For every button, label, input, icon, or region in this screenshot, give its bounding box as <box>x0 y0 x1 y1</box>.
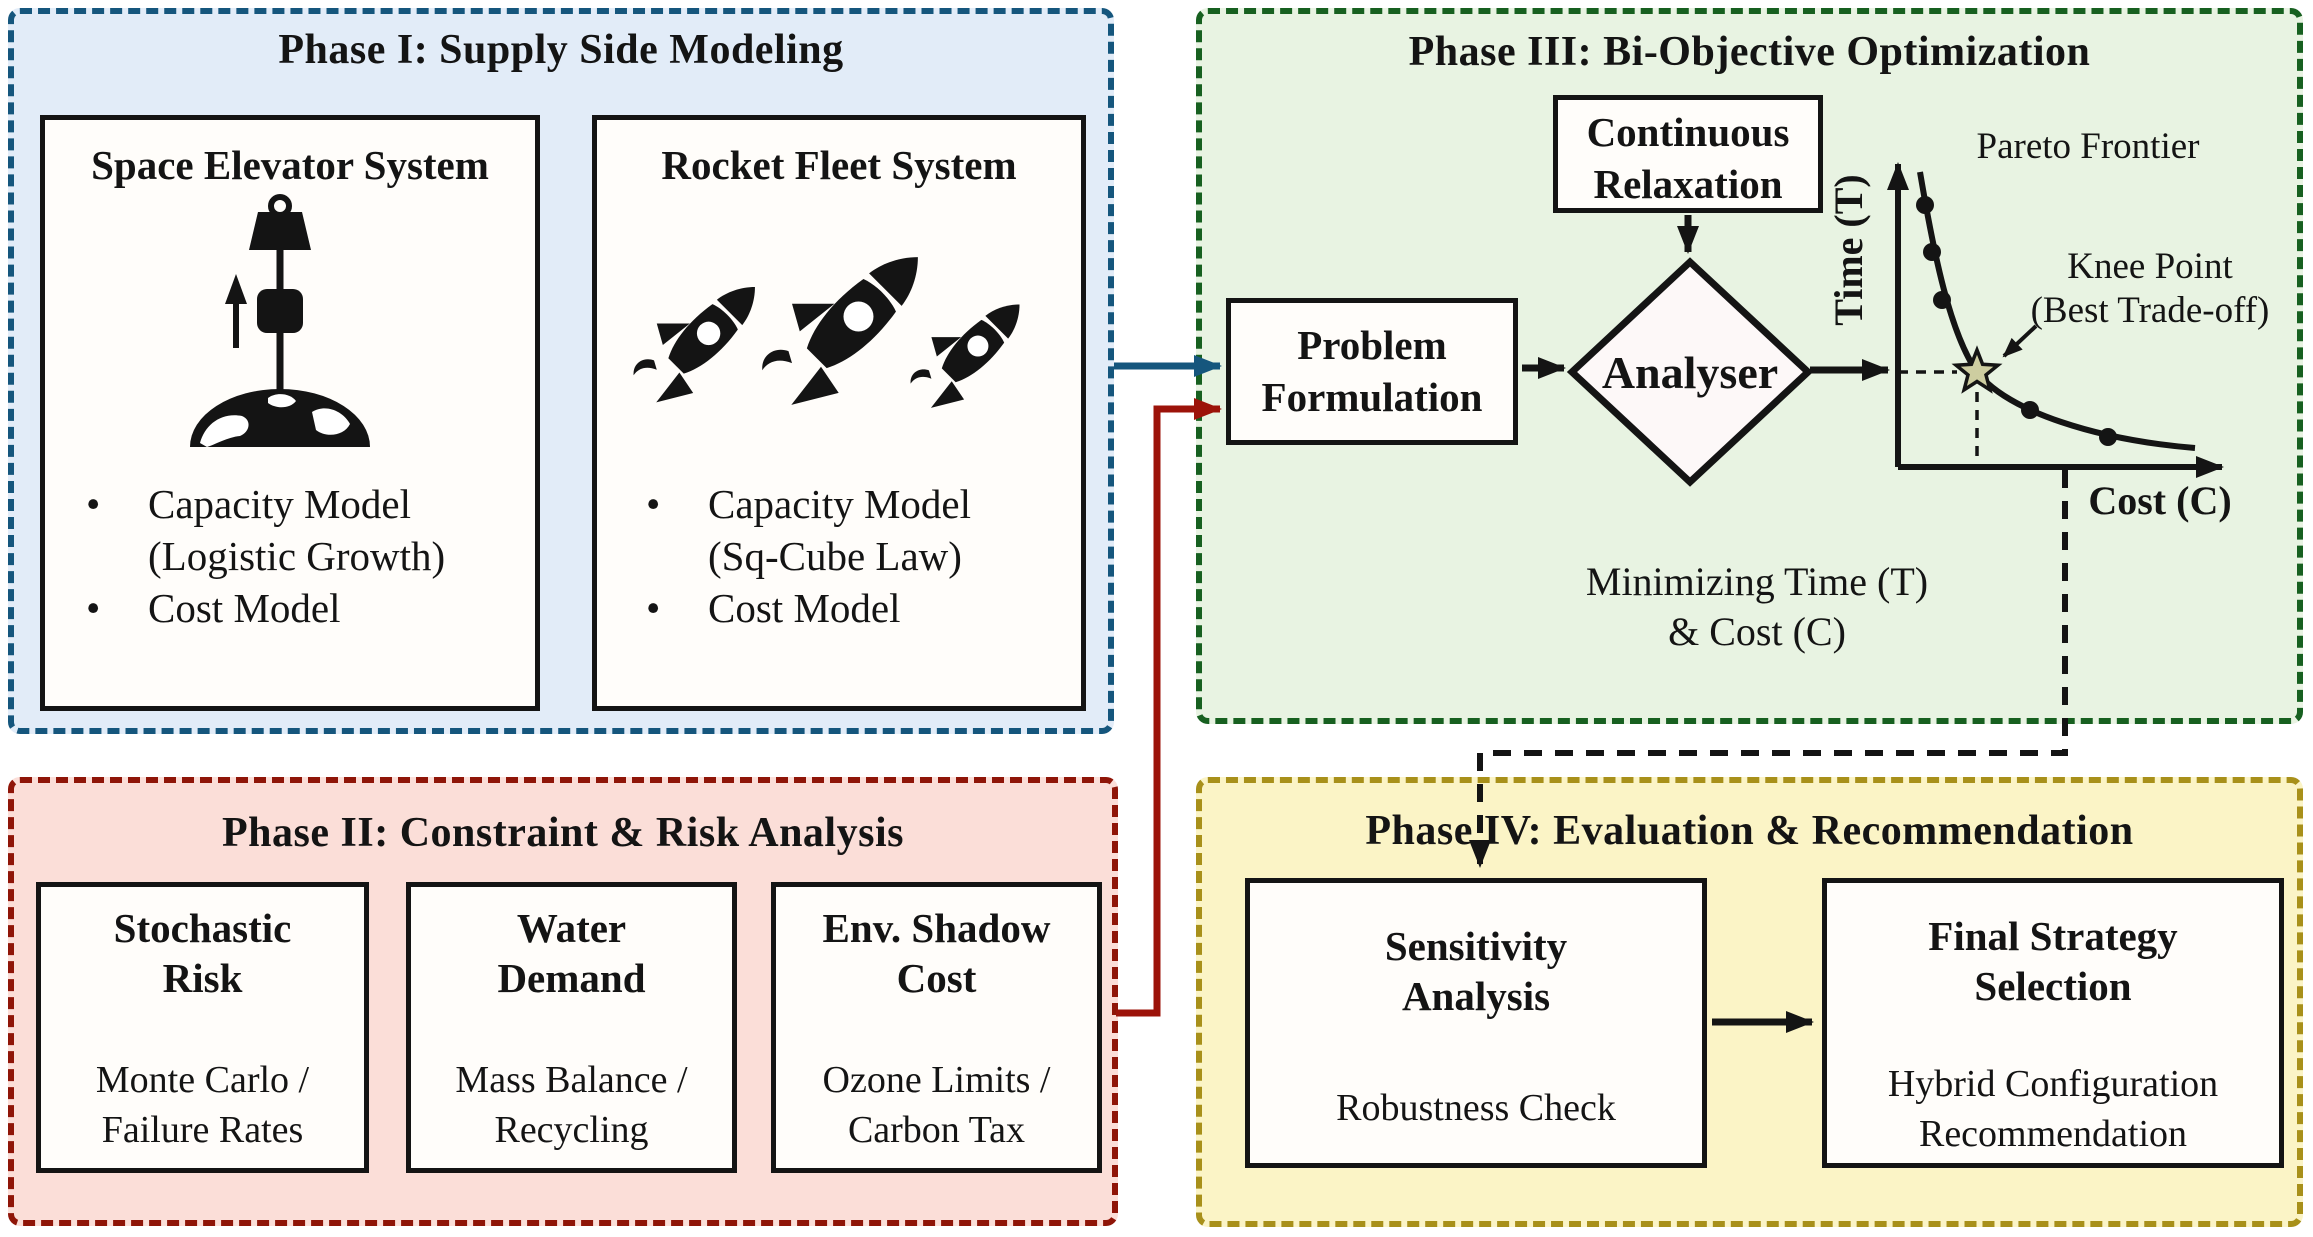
box-detail-line: Robustness Check <box>1336 1087 1616 1129</box>
box-detail-line: Mass Balance / <box>455 1059 688 1101</box>
objective-line: & Cost (C) <box>1668 609 1846 654</box>
box-title-line: Final Strategy <box>1928 913 2178 959</box>
objective-line: Minimizing Time (T) <box>1585 559 1929 604</box>
continuous-relaxation-box: Continuous Relaxation <box>1553 95 1823 213</box>
bullet-text: Capacity Model <box>708 481 972 527</box>
box-detail-line: Recycling <box>494 1109 649 1151</box>
bullet-item: • Cost Model <box>86 582 516 634</box>
bullet-item: • Capacity Model <box>646 478 1076 530</box>
box-title-line: Analysis <box>1401 973 1551 1019</box>
problem-formulation-box: Problem Formulation <box>1226 298 1518 445</box>
bullet-text: Capacity Model <box>148 481 412 527</box>
bullet-item: • Cost Model <box>646 582 1076 634</box>
box-title-line: Formulation <box>1261 374 1483 420</box>
box-detail-line: Hybrid Configuration <box>1887 1063 2219 1105</box>
box-title-line: Demand <box>497 955 646 1001</box>
box-title-line: Risk <box>162 955 243 1001</box>
objective-caption: Minimizing Time (T) & Cost (C) <box>1507 557 2007 657</box>
bullet-icon: • <box>86 481 101 527</box>
bullet-icon: • <box>86 585 101 631</box>
box-title-line: Problem <box>1297 322 1447 368</box>
rocket-fleet-bullets: • Capacity Model (Sq-Cube Law) • Cost Mode… <box>646 478 1076 634</box>
space-elevator-bullets: • Capacity Model (Logistic Growth) • Cost … <box>86 478 516 634</box>
box-title-line: Relaxation <box>1593 161 1783 207</box>
rocket-fleet-title: Rocket Fleet System <box>661 142 1017 188</box>
box-title-line: Water <box>516 905 627 951</box>
box-title-line: Cost <box>896 955 977 1001</box>
box-title-line: Selection <box>1974 963 2132 1009</box>
bullet-item-cont: (Logistic Growth) <box>86 530 516 582</box>
box-title-line: Env. Shadow <box>822 905 1051 951</box>
box-title-line: Continuous <box>1586 109 1790 155</box>
bullet-text: (Sq-Cube Law) <box>708 533 962 579</box>
box-detail-line: Carbon Tax <box>847 1109 1026 1151</box>
bullet-item-cont: (Sq-Cube Law) <box>646 530 1076 582</box>
phase4-title: Phase IV: Evaluation & Recommendation <box>1365 808 2134 854</box>
phase2-title: Phase II: Constraint & Risk Analysis <box>222 810 904 856</box>
phase1-title: Phase I: Supply Side Modeling <box>278 27 844 73</box>
box-detail-line: Recommendation <box>1918 1113 2188 1155</box>
bullet-item: • Capacity Model <box>86 478 516 530</box>
box-detail-line: Failure Rates <box>101 1109 304 1151</box>
space-elevator-title: Space Elevator System <box>91 142 489 188</box>
bullet-icon: • <box>646 585 661 631</box>
box-detail-line: Monte Carlo / <box>95 1059 310 1101</box>
box-title-line: Sensitivity <box>1384 923 1568 969</box>
bullet-icon: • <box>646 481 661 527</box>
bullet-text: Cost Model <box>708 585 901 631</box>
box-title-line: Stochastic <box>113 905 292 951</box>
bullet-text: (Logistic Growth) <box>148 533 446 579</box>
phase3-title: Phase III: Bi-Objective Optimization <box>1408 29 2091 75</box>
box-detail-line: Ozone Limits / <box>822 1059 1051 1101</box>
bullet-text: Cost Model <box>148 585 341 631</box>
